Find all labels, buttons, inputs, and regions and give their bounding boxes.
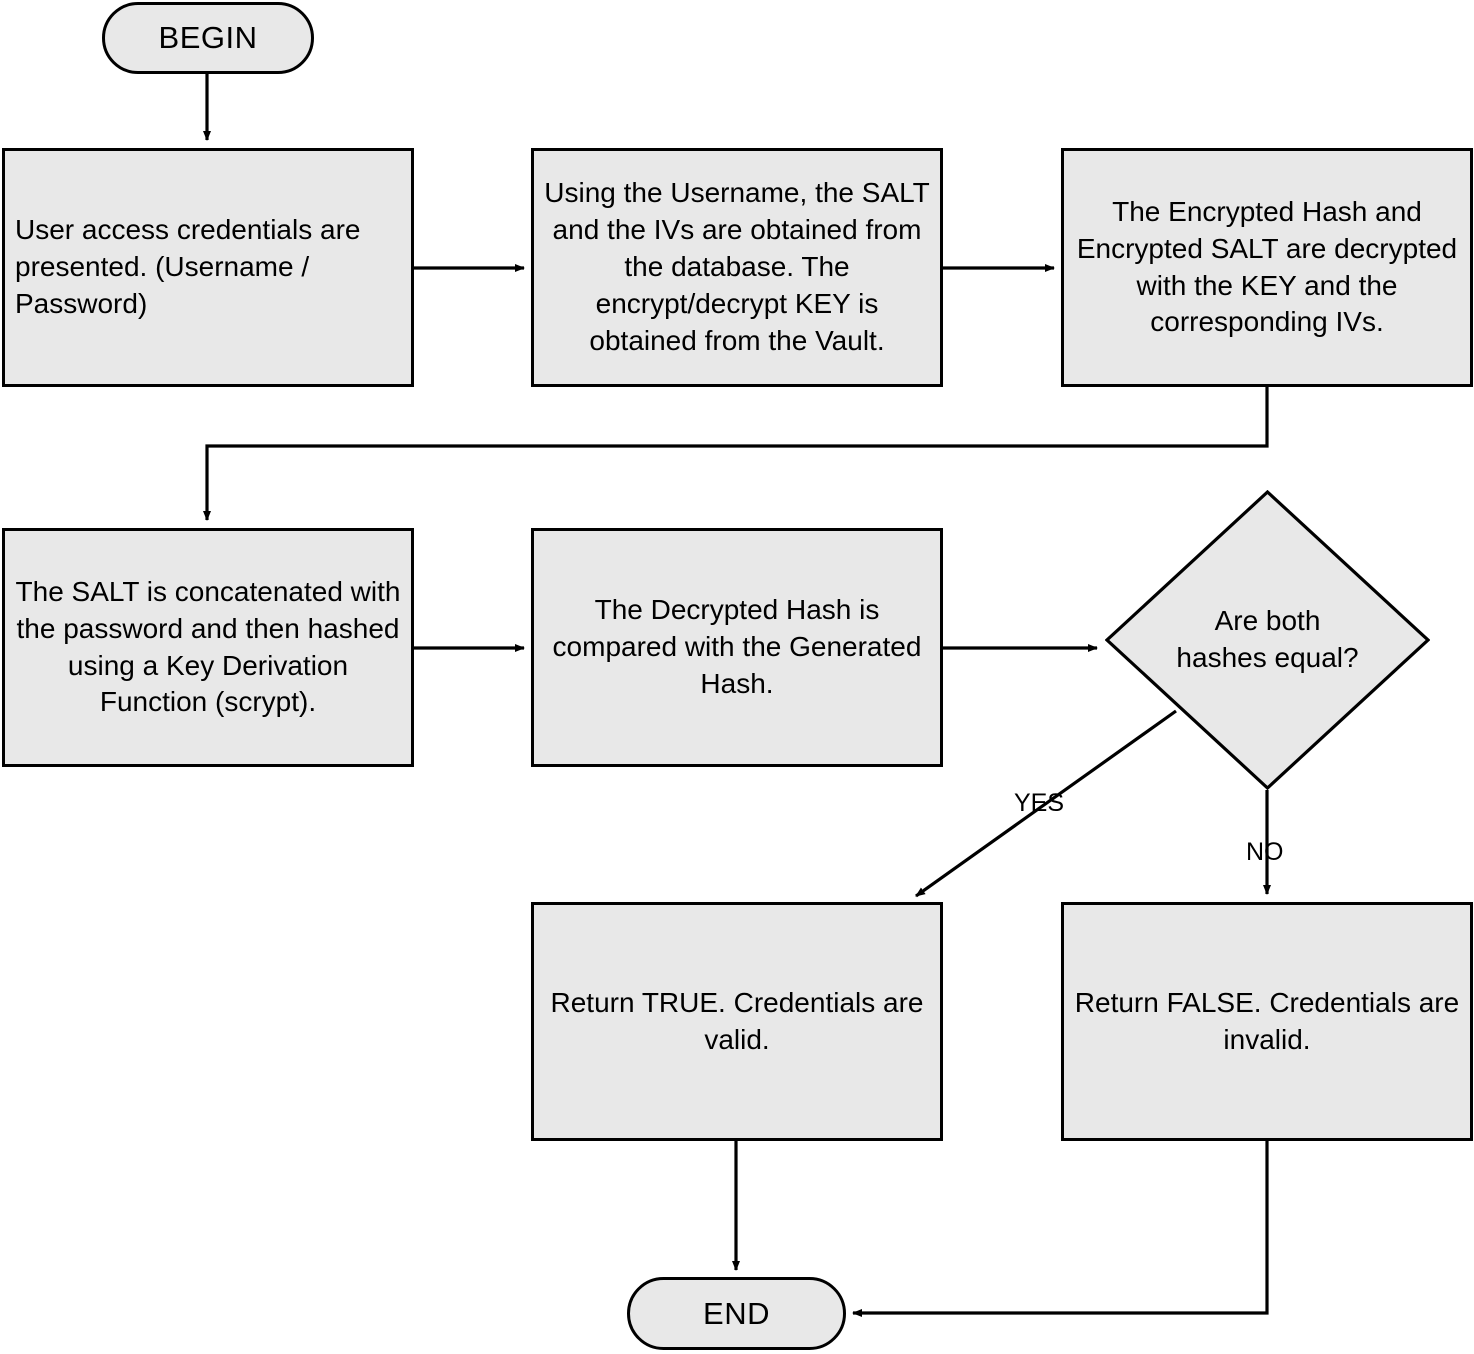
node-result-false[interactable]: Return FALSE. Credentials are invalid. bbox=[1061, 902, 1473, 1141]
node-result-true-label: Return TRUE. Credentials are valid. bbox=[550, 986, 924, 1055]
node-step1[interactable]: User access credentials are presented. (… bbox=[2, 148, 414, 387]
node-step2-label: Using the Username, the SALT and the IVs… bbox=[544, 177, 930, 356]
node-step1-label: User access credentials are presented. (… bbox=[15, 214, 361, 319]
node-begin[interactable]: BEGIN bbox=[102, 2, 314, 74]
node-step5-label: The Decrypted Hash is compared with the … bbox=[552, 594, 922, 699]
node-step4[interactable]: The SALT is concatenated with the passwo… bbox=[2, 528, 414, 767]
node-decision-label: Are both hashes equal? bbox=[1176, 605, 1359, 673]
node-end[interactable]: END bbox=[627, 1277, 846, 1350]
node-begin-label: BEGIN bbox=[158, 20, 258, 55]
node-step3-label: The Encrypted Hash and Encrypted SALT ar… bbox=[1076, 195, 1458, 338]
edge-label-yes: YES bbox=[1014, 789, 1065, 817]
edge-result-false-to-end bbox=[852, 1140, 1269, 1317]
node-step4-label: The SALT is concatenated with the passwo… bbox=[15, 575, 401, 718]
node-decision[interactable]: Are both hashes equal? bbox=[1105, 490, 1430, 790]
node-result-true[interactable]: Return TRUE. Credentials are valid. bbox=[531, 902, 943, 1141]
node-step3[interactable]: The Encrypted Hash and Encrypted SALT ar… bbox=[1061, 148, 1473, 387]
node-step2[interactable]: Using the Username, the SALT and the IVs… bbox=[531, 148, 943, 387]
node-end-label: END bbox=[703, 1295, 770, 1331]
node-result-false-label: Return FALSE. Credentials are invalid. bbox=[1074, 986, 1460, 1055]
node-step5[interactable]: The Decrypted Hash is compared with the … bbox=[531, 528, 943, 767]
decision-diamond-shape bbox=[1105, 490, 1430, 790]
edge-label-no: NO bbox=[1246, 838, 1284, 866]
